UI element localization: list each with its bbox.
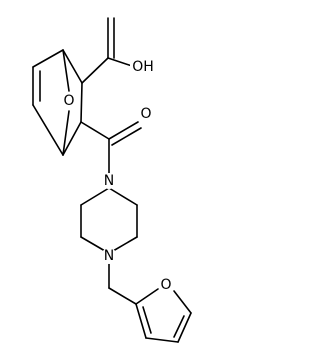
atom-labels: O OH O N N O (61, 58, 174, 293)
bond-amide-o (108, 121, 139, 140)
bond-c-oh (107, 57, 133, 67)
bond-o7-c4 (62, 110, 70, 156)
bond-c5-c4 (32, 104, 64, 156)
bond-furan-c5-c4-double (173, 315, 185, 338)
furan-ring (135, 288, 192, 343)
bridge-oxygen-label: O (63, 93, 74, 109)
bond-furan-c4-c3 (145, 337, 179, 343)
bond-n1-c-right (108, 187, 138, 206)
bond-c3-amide (80, 121, 110, 140)
piperazine-nitrogen-bottom-label: N (104, 248, 114, 264)
bond-amide-o-double (111, 127, 142, 146)
bond-c1-o7 (62, 49, 70, 92)
amide-group (80, 121, 142, 174)
hydroxyl-label: OH (132, 59, 154, 75)
carboxylic-acid-group (81, 17, 133, 84)
bond-furan-c2-o (135, 288, 159, 305)
chemical-structure-diagram: O OH O N N O (32, 17, 192, 343)
bond-c1-c2 (62, 49, 83, 84)
piperazine-ring (80, 187, 138, 252)
bond-c1-c6 (32, 49, 64, 68)
bond-c3-c4 (62, 121, 82, 156)
amide-oxygen-label: O (140, 106, 151, 122)
piperazine-nitrogen-top-label: N (104, 173, 114, 189)
bond-n1-c (80, 187, 110, 206)
bicyclic-core (32, 49, 83, 156)
bond-ch2-furan (108, 287, 137, 305)
bond-furan-c3-c2 (135, 303, 147, 339)
methylene-linker (108, 261, 137, 305)
bond-c-right-n4 (112, 236, 138, 252)
bond-c-n4 (80, 236, 106, 252)
bond-furan-c3-c2-double (142, 306, 152, 334)
bond-furan-c5-c4 (177, 312, 192, 343)
bond-furan-o-c5 (173, 290, 192, 314)
bond-c2-c3 (80, 82, 83, 123)
bond-c2-cooh (81, 57, 109, 84)
molecule-drawing: O OH O N N O (32, 17, 192, 343)
furan-oxygen-label: O (160, 277, 171, 293)
